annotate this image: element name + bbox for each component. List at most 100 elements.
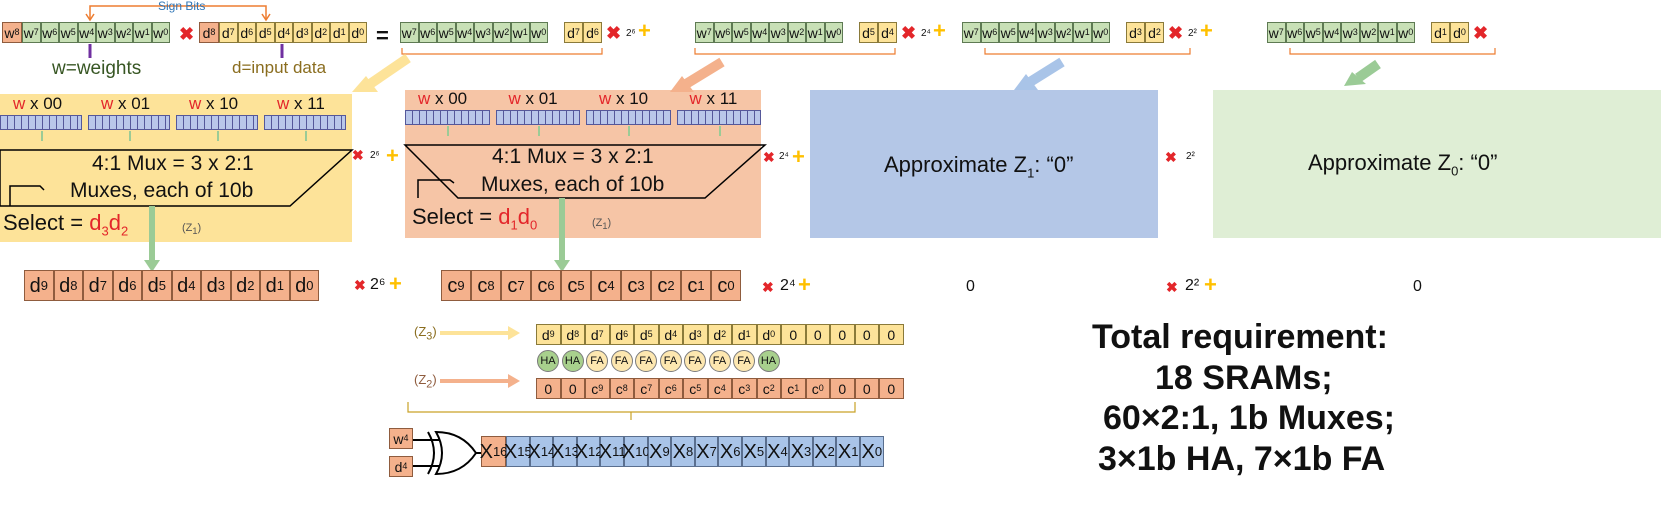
full-adder: FA — [586, 350, 608, 372]
sram-array — [88, 115, 170, 130]
mux1-z-label: (Z1) — [182, 222, 202, 237]
z3-sum-bit: 0 — [781, 324, 806, 345]
power-label: 2⁶ — [370, 276, 386, 293]
sram-output-wire — [129, 131, 131, 141]
full-adder: FA — [708, 350, 731, 372]
multiply-icon: ✖ — [1473, 23, 1489, 43]
sram-array — [176, 115, 258, 130]
full-adder: FA — [733, 350, 755, 372]
total-line2: 18 SRAMs; — [1155, 359, 1333, 397]
half-adder: HA — [561, 350, 584, 372]
half-adder: HA — [537, 350, 559, 372]
half-adder: HA — [757, 350, 780, 372]
plus-icon: + — [389, 271, 402, 296]
power-label: 2⁴ — [779, 151, 789, 162]
approx-z1-label: Approximate Z1: “0” — [884, 152, 1074, 181]
plus-icon: + — [798, 272, 811, 297]
d-legend: d=input data — [232, 58, 327, 77]
w-legend: w=weights — [52, 58, 142, 79]
mux-input-label: w x 01 — [508, 89, 558, 108]
mux-input-label: w x 10 — [189, 94, 239, 113]
mux-input-label: w x 11 — [277, 94, 325, 113]
multiply-icon: ✖ — [606, 23, 622, 43]
sram-output-wire — [537, 126, 540, 136]
sram-output-wire — [718, 126, 721, 136]
plus-icon: + — [386, 143, 399, 168]
mux2-select: Select = d1d0 — [412, 204, 538, 233]
mux1-desc-line1: 4:1 Mux = 3 x 2:1 — [92, 152, 254, 175]
z2-sum-bit: 0 — [536, 378, 561, 399]
mux-input-label: w x 11 — [689, 89, 738, 108]
z3-sum-bit: 0 — [830, 324, 855, 345]
sram-array — [405, 110, 490, 125]
sram-output-wire — [41, 131, 43, 141]
full-adder: FA — [635, 350, 657, 372]
power-label: 2² — [1186, 151, 1195, 162]
multiply-icon: ✖ — [354, 277, 366, 293]
multiply-icon: ✖ — [1168, 23, 1184, 43]
equals-sign: = — [376, 23, 389, 48]
power-label: 2⁶ — [626, 28, 636, 39]
z2-label: (Z2) — [414, 372, 437, 391]
full-adder: FA — [659, 350, 682, 372]
z2-sum-bit: 0 — [560, 378, 585, 399]
plus-icon: + — [1204, 272, 1217, 297]
multiply-icon: ✖ — [763, 149, 775, 165]
full-adder: FA — [684, 350, 706, 372]
z3-sum-bit: 0 — [805, 324, 830, 345]
sram-array — [495, 110, 580, 125]
plus-icon: + — [638, 18, 651, 43]
